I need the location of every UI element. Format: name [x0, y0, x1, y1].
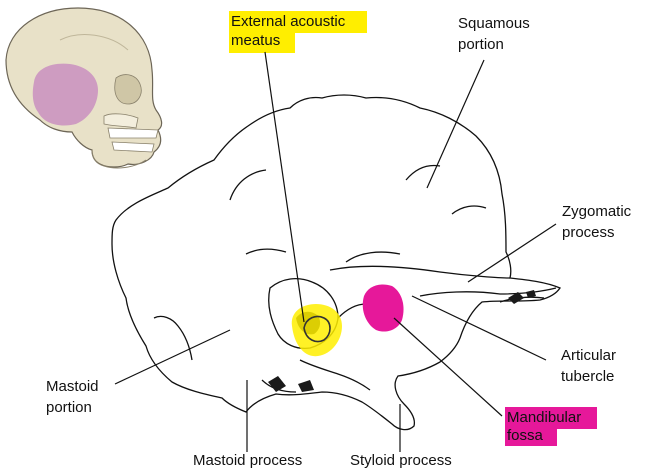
- label-squamous-portion-line1: Squamous: [458, 15, 530, 32]
- meatus-highlight-1: [229, 11, 367, 33]
- label-zygomatic-process-line1: Zygomatic: [562, 203, 632, 220]
- label-mastoid-process: Mastoid process: [193, 452, 303, 469]
- label-mandibular-fossa-line2: fossa: [507, 427, 543, 444]
- label-mastoid-portion-line1: Mastoid: [46, 378, 99, 395]
- meatus-highlight-2: [229, 31, 295, 53]
- temporal-bone: [111, 94, 561, 431]
- label-external-acoustic-meatus-line2: meatus: [231, 32, 281, 49]
- fossa-highlight-1: [505, 407, 597, 429]
- fossa-highlight-2: [505, 425, 557, 446]
- meatus-opening: [303, 315, 331, 343]
- label-squamous-portion-line2: portion: [458, 36, 504, 53]
- label-zygomatic-process-line2: process: [562, 224, 615, 241]
- skull-thumbnail: [5, 7, 163, 169]
- label-external-acoustic-meatus-line1: External acoustic: [231, 13, 346, 30]
- label-mastoid-portion-line2: portion: [46, 399, 92, 416]
- label-articular-tubercle-line2: tubercle: [561, 368, 615, 385]
- meatus-region-highlight: [291, 304, 342, 357]
- label-mandibular-fossa-line1: Mandibular: [507, 409, 582, 426]
- leader-lines: [114, 51, 557, 452]
- label-styloid-process: Styloid process: [350, 452, 452, 469]
- label-articular-tubercle-line1: Articular: [561, 347, 617, 364]
- fossa-region-highlight: [362, 284, 404, 332]
